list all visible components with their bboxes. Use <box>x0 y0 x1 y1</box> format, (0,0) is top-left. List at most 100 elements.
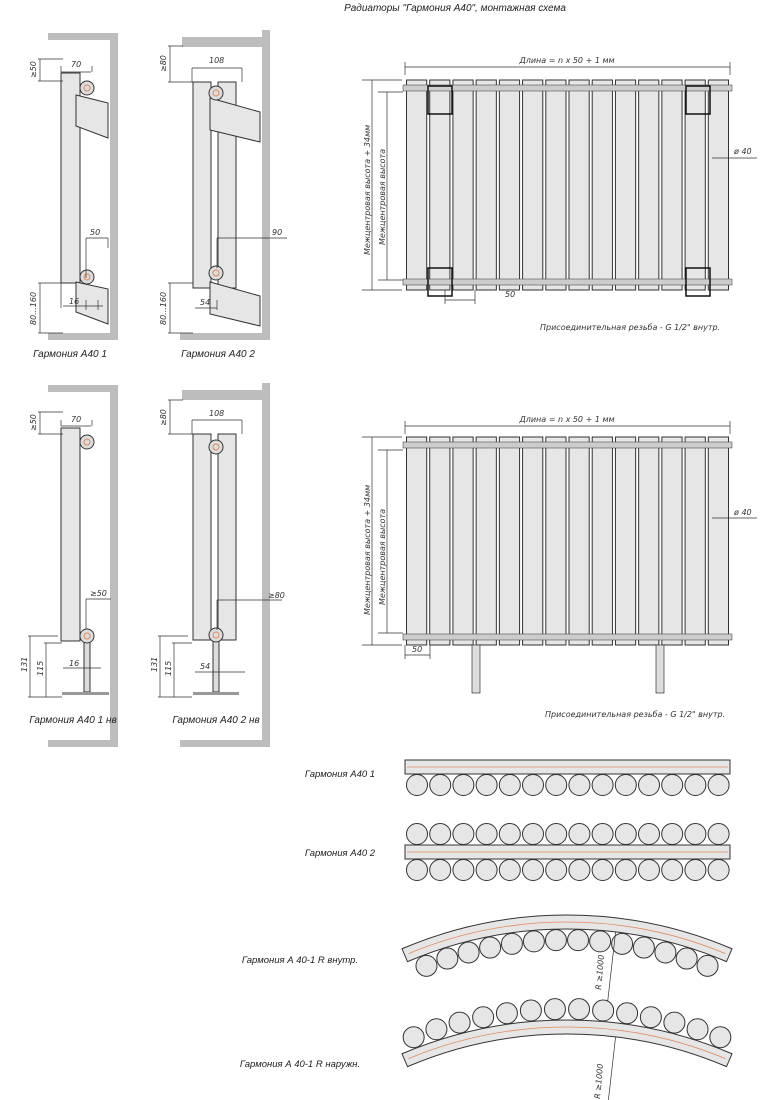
radiator-body <box>217 433 237 641</box>
radiator-section <box>429 436 451 646</box>
radiator-section <box>638 79 660 291</box>
pipe-connection <box>212 89 220 97</box>
radiator-body <box>192 433 212 641</box>
top-collector <box>402 441 733 449</box>
radiator-section <box>591 436 613 646</box>
pipe-connection <box>212 443 220 451</box>
section-tube <box>591 774 614 796</box>
dim-radius: R ≥1000 <box>594 954 606 990</box>
dim-height-outer: Межцентровая высота + 34мм <box>363 485 372 615</box>
collector-pipe <box>408 921 726 954</box>
radiator-section <box>568 79 590 291</box>
dim-depth: 108 <box>209 56 224 65</box>
section-tube <box>661 823 684 845</box>
radiator-section <box>406 79 428 291</box>
section-tube <box>707 774 730 796</box>
radiator-section <box>661 79 683 291</box>
plan-view-a40-1-r-outer: Гармония А 40-1 R наружн. R ≥1000 <box>240 998 733 1100</box>
radiator-section <box>638 436 660 646</box>
label: Гармония А 40-1 R внутр. <box>242 955 358 966</box>
dim-top-gap: ≥80 <box>159 409 168 426</box>
label: Гармония А40 1 <box>305 769 375 780</box>
connection-note: Присоединительная резьба - G 1/2" внутр. <box>540 323 720 332</box>
dim-top-gap: ≥50 <box>29 414 38 431</box>
dim-pipe: 16 <box>69 297 79 306</box>
floor-stand <box>471 644 481 694</box>
side-view-a40-2-nv: ≥80 108 ≥80 54 131 115 Гармония А40 2 нв <box>150 383 285 747</box>
section-tube <box>686 1018 709 1041</box>
section-tube <box>663 1011 686 1034</box>
label: Гармония А40 1 нв <box>29 715 116 726</box>
radiator-section <box>498 436 521 646</box>
bracket <box>209 97 261 143</box>
wall <box>48 385 118 747</box>
collector-bar <box>401 1019 733 1068</box>
radiator-section <box>475 436 497 646</box>
radius-leader <box>607 931 616 1002</box>
collector-bar <box>401 914 733 963</box>
section-tube <box>638 823 660 845</box>
section-tube <box>638 859 660 881</box>
dim-depth: 70 <box>71 415 81 424</box>
pipe-connection <box>208 265 224 281</box>
dim-height-inner: Межцентровая высота <box>378 149 387 245</box>
bracket <box>75 281 109 325</box>
radiator-section <box>475 79 497 291</box>
pipe-connection <box>83 632 91 640</box>
radiator-section <box>707 436 729 646</box>
plan-view-a40-2: Гармония А40 2 <box>305 823 731 881</box>
section-tube <box>522 930 545 953</box>
plan-view-a40-1: Гармония А40 1 <box>305 759 731 796</box>
radiator-section <box>614 436 637 646</box>
radiator-body <box>60 427 81 642</box>
floor-plate <box>62 692 109 695</box>
radius-leader <box>608 1036 616 1100</box>
dim-depth: 70 <box>71 60 81 69</box>
label: Гармония А40 2 <box>305 848 376 859</box>
floor-stand <box>655 644 665 694</box>
section-tube <box>475 859 498 881</box>
pipe-connection <box>79 434 95 450</box>
pipe-connection <box>208 85 224 101</box>
section-tube <box>543 998 566 1021</box>
section-tube <box>632 936 655 959</box>
side-view-a40-1-nv: ≥50 70 ≥50 16 131 115 Гармония А40 1 нв <box>20 385 118 747</box>
radiator-section <box>522 436 544 646</box>
section-tube <box>457 941 480 964</box>
dim-radius: R ≥1000 <box>593 1063 605 1099</box>
radiator-section <box>498 79 521 291</box>
section-tube <box>544 929 567 952</box>
section-tube <box>522 774 544 796</box>
collector-pipe <box>408 1026 726 1059</box>
section-tube <box>684 774 707 796</box>
radiator-section <box>429 79 451 291</box>
pipe-connection <box>79 80 95 96</box>
section-tube <box>654 941 677 964</box>
connection-note: Присоединительная резьба - G 1/2" внутр. <box>545 710 725 719</box>
dim-top-gap: ≥50 <box>29 61 38 78</box>
pipe-connection <box>83 438 91 446</box>
pipe-connection <box>83 84 91 92</box>
section-tube <box>425 1018 448 1041</box>
radiator-section <box>568 436 590 646</box>
section-tube <box>684 823 707 845</box>
section-tube <box>661 859 684 881</box>
dim-pitch: 50 <box>505 290 515 299</box>
wall-bracket <box>427 85 453 115</box>
section-tube <box>545 774 568 796</box>
dim-length: Длина = n x 50 + 1 мм <box>518 415 614 424</box>
bracket <box>209 281 261 327</box>
dim-bottom-gap: 80...160 <box>29 292 38 325</box>
section-tube <box>707 859 730 881</box>
radiator-section <box>684 436 706 646</box>
floor-stand <box>83 639 91 693</box>
section-tube <box>675 947 698 970</box>
section-tube <box>614 823 637 845</box>
bottom-collector <box>402 278 733 286</box>
side-view-a40-2: ≥80 108 90 54 80...160 Гармония А40 2 <box>159 30 287 360</box>
dim-h1: 131 <box>150 657 159 672</box>
section-tube <box>638 774 660 796</box>
radiator-section <box>522 79 544 291</box>
dim-height-inner: Межцентровая высота <box>378 509 387 605</box>
